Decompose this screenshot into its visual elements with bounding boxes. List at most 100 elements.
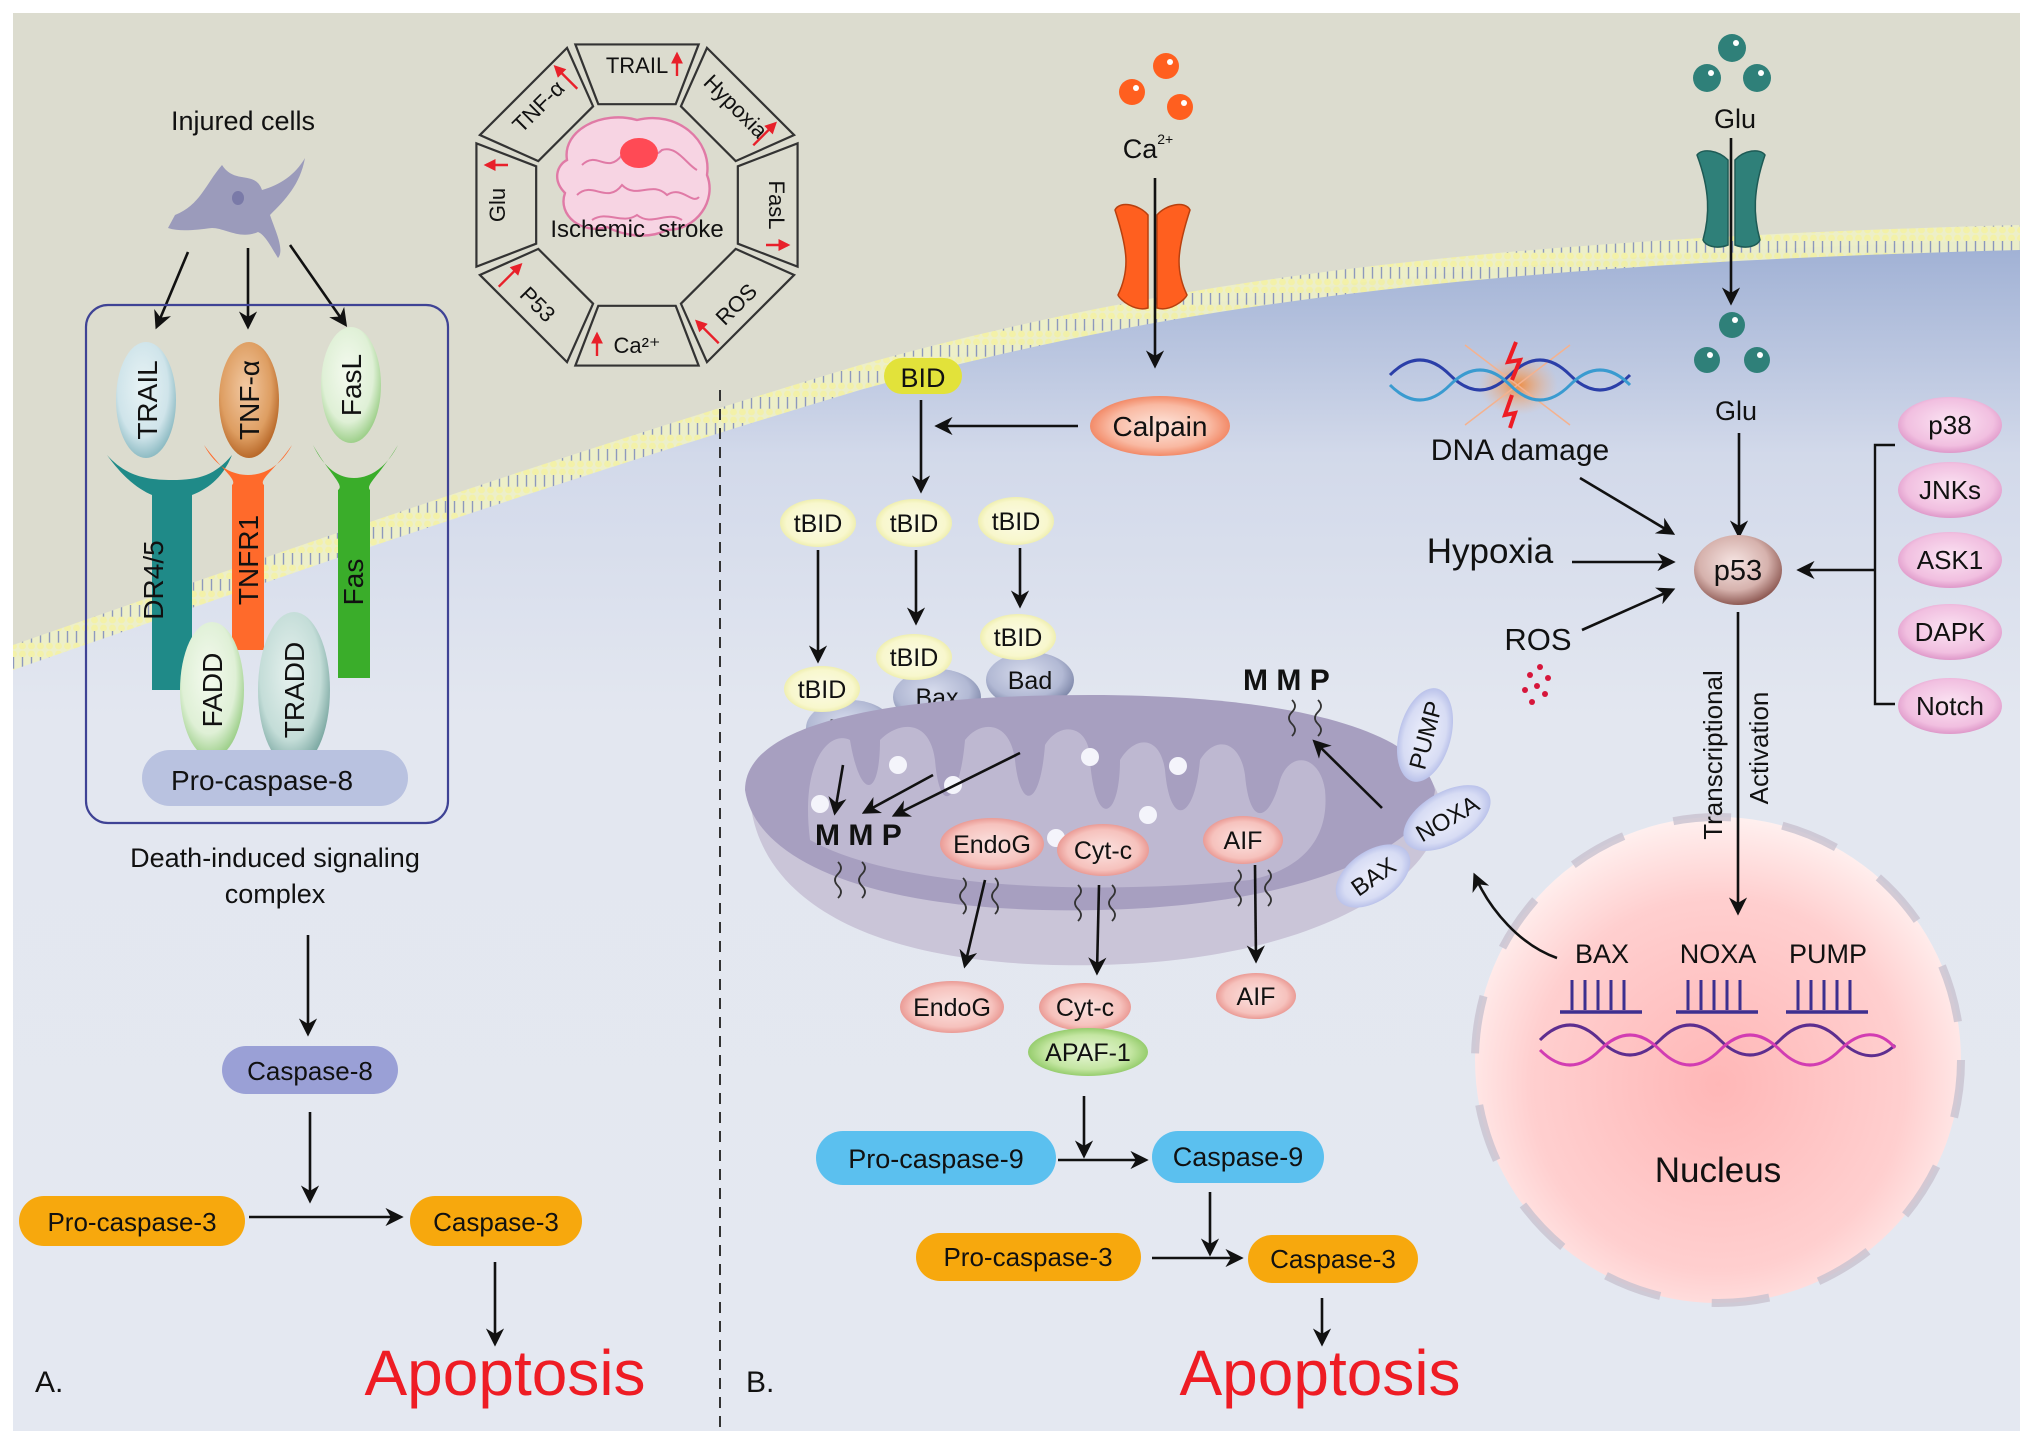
- arrow-bak-to-mmp: [828, 764, 847, 816]
- tbid-label: tBID: [890, 510, 939, 538]
- octagon-segment-fasl: FasL: [736, 141, 799, 269]
- trail-label: TRAIL: [132, 360, 163, 439]
- arrow-noxa-to-mmp: [1312, 739, 1383, 809]
- complex-label-line2: complex: [225, 879, 326, 909]
- aif-released-label: AIF: [1237, 983, 1276, 1011]
- receptor-tnfr1: TNFR1: [204, 445, 292, 650]
- gene-pump: PUMP: [1786, 939, 1868, 1014]
- arrow-cell-to-trail: [154, 251, 190, 330]
- caspase8-node: Caspase-8: [222, 1046, 398, 1094]
- red-up-arrow-icon: [553, 65, 579, 90]
- fas-label: Fas: [338, 559, 369, 606]
- wavy-permeability-icon: [1264, 869, 1272, 907]
- kinase-label: JNKs: [1919, 475, 1981, 505]
- red-up-arrow-icon: [752, 121, 777, 147]
- tbid-label: tBID: [992, 508, 1041, 536]
- panel-a-label: A.: [35, 1366, 63, 1399]
- fadd-label: FADD: [197, 653, 228, 728]
- activation-label: Activation: [1744, 692, 1774, 805]
- aif-released-node: AIF: [1216, 973, 1296, 1019]
- caspase3-node-b: Caspase-3: [1248, 1235, 1418, 1283]
- aif-inside-node: AIF: [1203, 816, 1283, 864]
- wavy-permeability-icon: [1074, 884, 1082, 922]
- wavy-permeability-icon: [834, 861, 842, 899]
- apoptosis-label-a: Apoptosis: [364, 1337, 645, 1409]
- gene-label: NOXA: [1680, 939, 1757, 969]
- injured-cell-icon: [168, 158, 305, 258]
- injured-cell-nucleus: [232, 191, 244, 205]
- calpain-label: Calpain: [1113, 411, 1208, 442]
- tbid-node: tBID: [876, 499, 952, 547]
- ros-particles-icon: [1522, 664, 1551, 705]
- transcriptional-label: Transcriptional: [1698, 670, 1728, 840]
- tnfr1-label: TNFR1: [233, 515, 264, 605]
- kinase-node-notch: Notch: [1898, 678, 2002, 734]
- bad-complex: tBID Bad: [980, 614, 1074, 708]
- caspase9-label: Caspase-9: [1173, 1142, 1304, 1172]
- bax-membrane-node: BAX: [1335, 844, 1411, 908]
- gene-noxa: NOXA: [1676, 939, 1758, 1014]
- pro-caspase8-label: Pro-caspase-8: [171, 765, 353, 796]
- apoptosis-label-b: Apoptosis: [1179, 1337, 1460, 1409]
- calcium-channel-icon: [1114, 203, 1191, 310]
- p53-label: p53: [1714, 555, 1762, 587]
- octagon-segment-trail: TRAIL: [573, 43, 701, 106]
- arrow-cytc-release: [1088, 884, 1107, 976]
- nucleus: [1471, 813, 1965, 1307]
- fadd-adaptor: FADD: [180, 622, 244, 758]
- kinase-node-dapk: DAPK: [1898, 604, 2002, 660]
- wavy-permeability-icon: [1288, 699, 1296, 737]
- hypoxia-label: Hypoxia: [1427, 532, 1554, 571]
- kinase-label: ASK1: [1917, 545, 1984, 575]
- bid-label: BID: [900, 363, 945, 393]
- wavy-permeability-icon: [1234, 869, 1242, 907]
- apaf1-node: APAF-1: [1028, 1028, 1148, 1076]
- endog-inside-node: EndoG: [940, 818, 1044, 870]
- bad-label: Bad: [1008, 667, 1052, 695]
- arrow-bax-to-mmp: [861, 773, 934, 814]
- nuclear-dna-icon: [1538, 1023, 1897, 1067]
- octagon-segment-ros: ROS: [679, 247, 797, 365]
- tradd-adaptor: TRADD: [258, 612, 330, 768]
- cytc-released-node: Cyt-c: [1039, 983, 1131, 1031]
- caspase3-label-a: Caspase-3: [433, 1207, 559, 1237]
- octagon-segment-p53: P53: [477, 247, 595, 365]
- caspase3-label-b: Caspase-3: [1270, 1244, 1396, 1274]
- tbid-label: tBID: [890, 644, 939, 672]
- arrow-dna-to-p53: [1579, 476, 1676, 535]
- complex-label-line1: Death-induced signaling: [130, 843, 420, 873]
- octagon-segment-glu: Glu: [475, 141, 538, 269]
- caspase9-node: Caspase-9: [1152, 1131, 1324, 1183]
- kinase-node-jnks: JNKs: [1898, 462, 2002, 518]
- tbid-node: tBID: [780, 499, 856, 547]
- ros-label: ROS: [1504, 622, 1571, 657]
- cytc-inside-label: Cyt-c: [1074, 837, 1132, 865]
- kinase-node-ask1: ASK1: [1898, 532, 2002, 588]
- nucleus-label: Nucleus: [1655, 1151, 1781, 1190]
- wavy-permeability-icon: [858, 861, 866, 899]
- mmp-right: M M P: [1243, 664, 1330, 697]
- aif-inside-label: AIF: [1224, 827, 1263, 855]
- calpain-node: Calpain: [1090, 396, 1230, 456]
- arrow-bad-to-mmp: [891, 751, 1021, 817]
- glutamate-channel-icon: [1696, 150, 1766, 248]
- tbid-label: tBID: [994, 624, 1043, 652]
- pro-caspase9-label: Pro-caspase-9: [848, 1144, 1024, 1174]
- ca-label: Ca2+: [1123, 131, 1173, 164]
- pro-caspase3-node-a: Pro-caspase-3: [19, 1196, 245, 1246]
- wavy-permeability-icon: [1314, 699, 1322, 737]
- gene-label: PUMP: [1789, 939, 1867, 969]
- octagon-segment-label: FasL: [764, 181, 789, 230]
- wavy-permeability-icon: [991, 877, 999, 915]
- tnfa-label: TNF-α: [234, 360, 265, 440]
- bid-node: BID: [884, 358, 962, 394]
- tbid-node: tBID: [978, 497, 1054, 545]
- endog-inside-label: EndoG: [953, 831, 1031, 859]
- calcium-ions-icon: [1119, 53, 1193, 120]
- receptor-dr45: DR4/5: [107, 455, 232, 690]
- arrow-bax-gene-to-mito: [1472, 872, 1558, 960]
- arrow-cell-to-fasl: [288, 244, 348, 327]
- wavy-permeability-icon: [1108, 884, 1116, 922]
- death-signaling-complex-box: [84, 303, 450, 825]
